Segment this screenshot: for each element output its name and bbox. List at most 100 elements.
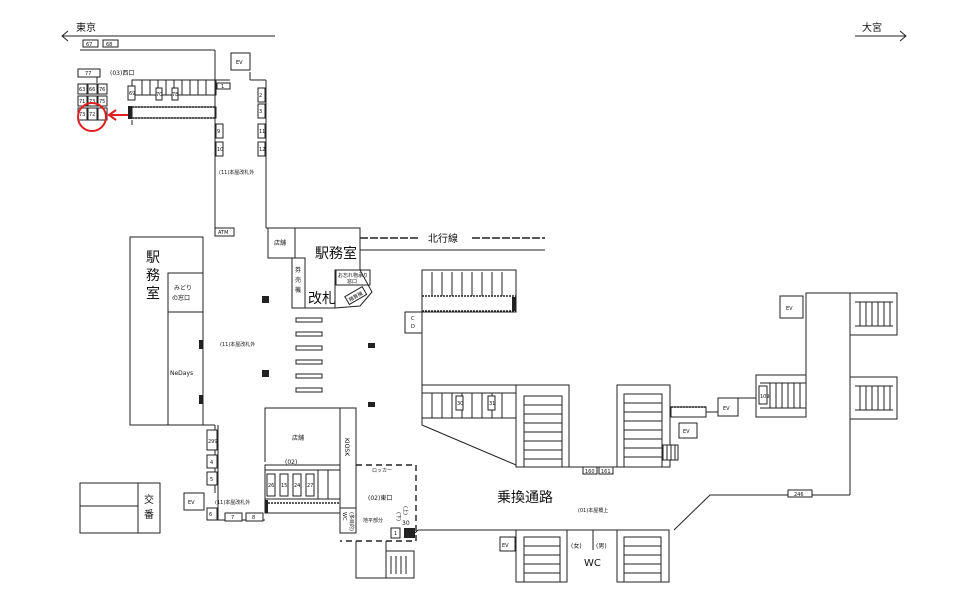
platform-stairs-3[interactable] <box>515 529 568 583</box>
svg-text:9: 9 <box>217 129 220 135</box>
svg-text:66: 66 <box>89 87 95 93</box>
svg-text:室: 室 <box>146 285 160 302</box>
area-label: (11)本屋改札外 <box>219 169 254 176</box>
atm[interactable] <box>214 227 235 237</box>
direction-label-tokyo: 東京 <box>76 21 96 34</box>
number-box <box>82 39 99 48</box>
elevator-west[interactable]: EV <box>230 52 251 71</box>
platform-stairs-2[interactable] <box>616 384 671 468</box>
elevator[interactable]: EV <box>717 397 739 417</box>
west-exit-label[interactable]: (03)西口 <box>110 70 134 77</box>
multipurpose-wc[interactable]: WC (多目的) <box>339 507 357 534</box>
kiosk[interactable]: KIOSK <box>339 407 357 509</box>
svg-text:76: 76 <box>99 87 105 93</box>
svg-text:78: 78 <box>172 92 178 98</box>
number-label: 67 <box>86 42 92 48</box>
svg-text:161: 161 <box>601 469 611 475</box>
ticket-machine[interactable]: 券 売 機 <box>291 257 306 309</box>
number-label: 68 <box>106 42 112 48</box>
svg-text:店舗: 店舗 <box>292 434 304 442</box>
svg-text:12: 12 <box>259 147 265 153</box>
svg-text:(上): (上) <box>402 506 409 515</box>
svg-text:30: 30 <box>457 401 463 407</box>
svg-text:駅務室: 駅務室 <box>315 245 357 262</box>
atm-label: ATM <box>218 230 228 236</box>
svg-text:1: 1 <box>394 531 397 537</box>
shop-north[interactable]: 店舗 <box>267 227 296 259</box>
platform-stairs-right-1[interactable] <box>849 292 898 336</box>
restroom[interactable]: (女) (男) WC <box>567 529 617 569</box>
svg-text:109: 109 <box>760 394 770 400</box>
svg-text:31: 31 <box>489 401 495 407</box>
station-office-center: 駅務室 改札 <box>294 227 361 309</box>
direction-omiya[interactable]: 大宮 <box>855 21 907 42</box>
gate-icon <box>368 343 375 348</box>
svg-text:地平部分: 地平部分 <box>363 517 383 524</box>
central-stairs[interactable] <box>421 269 517 313</box>
svg-text:75: 75 <box>99 99 105 105</box>
platform-stairs-right-2[interactable] <box>849 376 898 420</box>
west-grid: 63 66 76 71 73 75 73 72 <box>77 83 108 121</box>
highlight-circle <box>77 102 107 132</box>
east-escalator[interactable] <box>670 406 707 418</box>
gate-icon <box>262 370 269 377</box>
svg-text:(下): (下) <box>395 512 401 521</box>
mid-escalator[interactable]: 30 31 <box>421 384 517 466</box>
platform-stairs-1[interactable] <box>515 384 570 468</box>
south-corridor: 299 4 5 6 7 8 <box>206 425 265 522</box>
svg-text:6: 6 <box>209 512 212 518</box>
direction-tokyo[interactable]: 東京 <box>61 21 275 42</box>
svg-text:番: 番 <box>144 509 154 521</box>
svg-text:3: 3 <box>259 109 262 115</box>
svg-text:C: C <box>411 316 415 322</box>
svg-text:券: 券 <box>295 266 301 274</box>
locker-label: ロッカー <box>372 468 392 474</box>
east-exit-stairs[interactable] <box>355 541 415 579</box>
elevator[interactable]: EV <box>499 536 516 552</box>
svg-text:EV: EV <box>786 306 793 312</box>
svg-text:246: 246 <box>794 492 804 498</box>
svg-text:EV: EV <box>723 406 730 412</box>
west-stairs[interactable]: 69 70 78 <box>127 79 217 101</box>
stairs-02[interactable]: (02) 26 15 24 27 <box>264 459 343 514</box>
northbound-line: 北行線 <box>266 227 545 251</box>
svg-text:299: 299 <box>208 439 218 445</box>
newdays-shop[interactable]: NeDays <box>167 311 204 426</box>
svg-text:30: 30 <box>402 520 410 527</box>
midori-no-madoguchi[interactable]: みどり の窓口 <box>167 272 204 313</box>
number-box <box>102 39 119 48</box>
platform-escalator[interactable]: 109 <box>755 374 807 418</box>
svg-text:70: 70 <box>156 92 162 98</box>
cash-dispenser[interactable]: C D <box>404 311 423 334</box>
svg-text:27: 27 <box>307 483 313 489</box>
police-box[interactable]: 交 番 <box>79 482 161 534</box>
elevator[interactable]: EV <box>678 422 698 439</box>
east-exit-area[interactable]: ロッカー (02)東口 地平部分 (下) (上) 30 1 <box>340 464 417 542</box>
svg-text:15: 15 <box>281 483 287 489</box>
svg-text:お忘れ物承り: お忘れ物承り <box>338 272 368 279</box>
small-stairs[interactable] <box>662 444 679 461</box>
gate-icon <box>368 402 375 407</box>
svg-text:4: 4 <box>210 460 213 466</box>
svg-text:11: 11 <box>259 129 265 135</box>
svg-text:売: 売 <box>295 276 301 284</box>
svg-text:160: 160 <box>585 469 595 475</box>
elevator[interactable]: EV <box>779 295 804 319</box>
svg-text:10: 10 <box>217 147 223 153</box>
svg-text:24: 24 <box>294 483 300 489</box>
lost-and-found-window[interactable]: お忘れ物承り 窓口 <box>335 269 371 286</box>
direction-label-omiya: 大宮 <box>862 21 882 34</box>
west-escalator[interactable] <box>128 106 217 119</box>
number-box <box>787 489 813 498</box>
svg-text:みどり: みどり <box>174 284 192 292</box>
svg-text:72: 72 <box>89 112 95 118</box>
svg-text:店舗: 店舗 <box>274 239 286 247</box>
svg-text:5: 5 <box>210 477 213 483</box>
svg-text:EV: EV <box>236 60 243 66</box>
svg-text:(女): (女) <box>571 542 582 550</box>
platform-stairs-4[interactable] <box>616 529 670 583</box>
ticket-gates[interactable] <box>295 317 323 393</box>
ticket-gate-icon <box>199 395 203 404</box>
elevator[interactable]: EV <box>183 492 205 511</box>
